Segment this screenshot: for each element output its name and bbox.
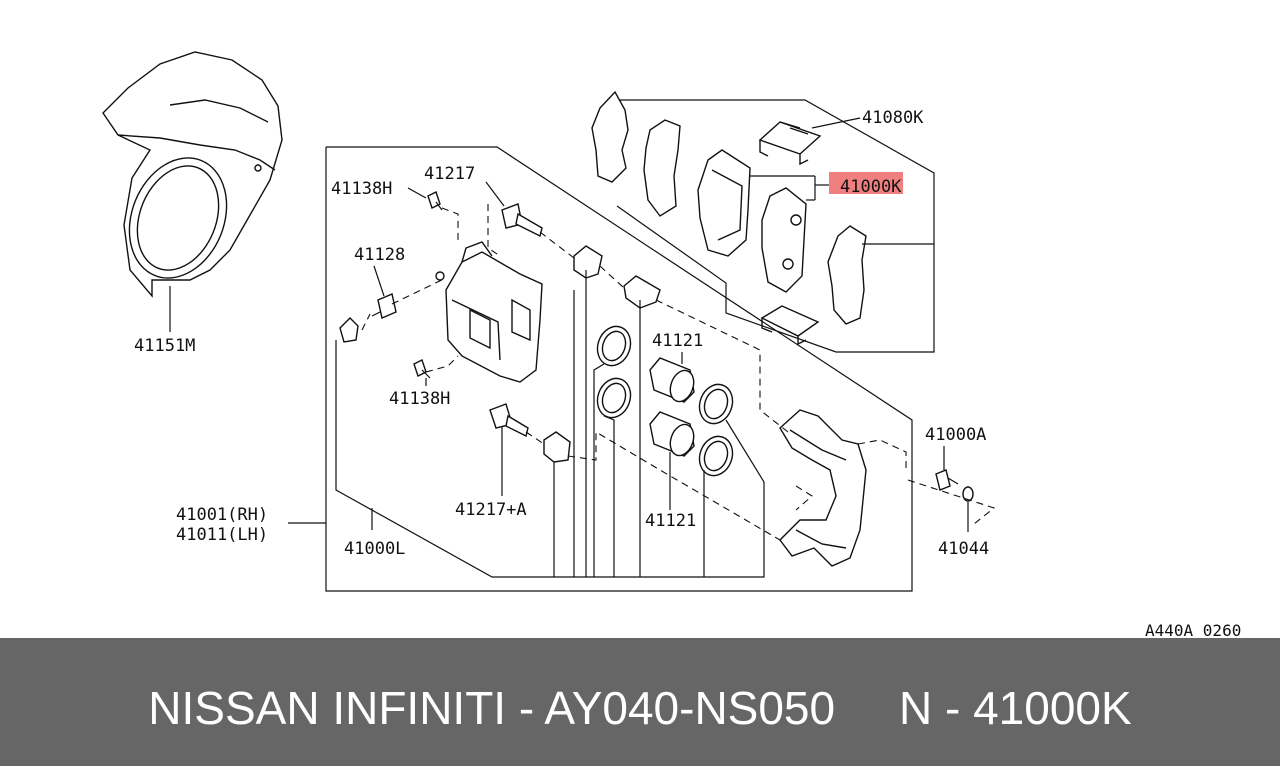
highlight-41000K	[829, 172, 903, 194]
bleeder-cap	[339, 317, 359, 343]
torque-member	[779, 409, 867, 567]
pad-clips-41080K	[758, 121, 822, 346]
label-41121-bottom: 41121	[645, 511, 696, 531]
footer-bar: NISSAN INFINITI - AY040-NS050 N - 41000K	[0, 638, 1280, 766]
label-41151M: 41151M	[134, 336, 195, 356]
label-41080K: 41080K	[862, 108, 924, 128]
label-41000A: 41000A	[925, 425, 986, 445]
label-41000L: 41000L	[344, 539, 405, 559]
leader-lines	[288, 181, 969, 578]
brake-caliper-parts-diagram: 41080K 41000K 41217 41138H 41128 41151M …	[102, 51, 1241, 640]
bleeder-41128	[371, 293, 397, 319]
dust-shield-41151M	[102, 51, 283, 298]
label-41011-LH: 41011(LH)	[176, 525, 268, 545]
image-code: A440A 0260	[1145, 621, 1241, 640]
washer-41044	[962, 486, 974, 502]
footer-title: NISSAN INFINITI - AY040-NS050 N - 41000K	[148, 682, 1132, 734]
label-41000K: 41000K	[840, 177, 902, 197]
caliper-body	[435, 241, 543, 383]
dashed-guides	[361, 204, 996, 541]
label-41044: 41044	[938, 539, 989, 559]
label-41128: 41128	[354, 245, 405, 265]
label-41217: 41217	[424, 164, 475, 184]
caliper-group-frame	[325, 146, 913, 592]
label-41138H-top: 41138H	[331, 179, 392, 199]
pad-kit-frame	[616, 99, 935, 353]
piston-seals	[596, 325, 734, 477]
brake-pads-41000K	[697, 149, 807, 293]
pistons-41121	[649, 357, 695, 457]
label-41001-RH: 41001(RH)	[176, 505, 268, 525]
label-41121-top: 41121	[652, 331, 703, 351]
label-41138H-bottom: 41138H	[389, 389, 450, 409]
mounting-bolt-41000A	[935, 469, 959, 491]
label-41217A: 41217+A	[455, 500, 527, 520]
bolts-41138H	[413, 191, 443, 379]
pin-boots	[543, 245, 661, 463]
pad-shims	[591, 90, 867, 325]
guide-pins-41217	[489, 203, 543, 438]
